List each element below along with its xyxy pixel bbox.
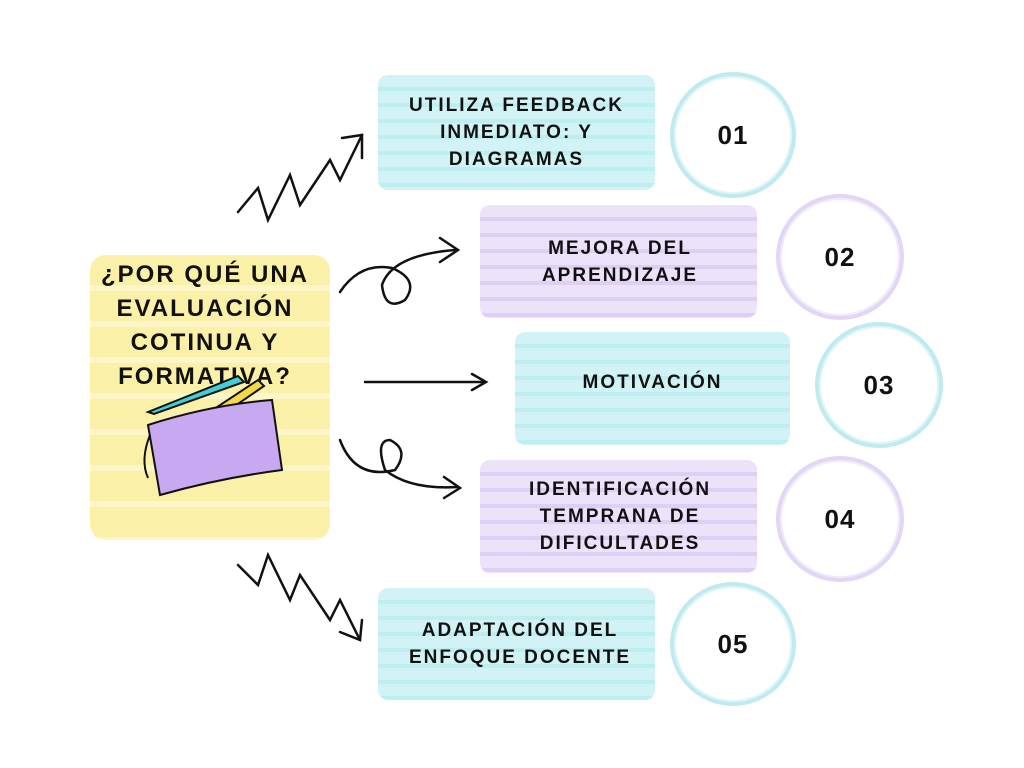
pen-icon	[145, 374, 246, 416]
number-badge: 03	[815, 322, 943, 448]
number-badge: 04	[776, 456, 904, 582]
pencil-case-illustration	[143, 374, 284, 497]
title-highlight	[90, 255, 330, 540]
item-label: MEJORA DEL APRENDIZAJE	[541, 237, 699, 286]
number-badge: 05	[670, 582, 796, 706]
item-label: ADAPTACIÓN DEL ENFOQUE DOCENTE	[408, 620, 632, 668]
arrow-4	[338, 438, 460, 489]
item-label: UTILIZA FEEDBACK INMEDIATO: Y DIAGRAMAS	[409, 95, 624, 170]
pouch-icon	[146, 398, 284, 497]
number-badge: 02	[776, 194, 904, 320]
arrow-2	[338, 248, 457, 305]
arrow-5	[236, 551, 362, 642]
item-label: MOTIVACIÓN	[582, 371, 723, 393]
number-badge: 01	[670, 72, 796, 198]
arrows	[236, 133, 489, 642]
item-label: IDENTIFICACIÓN TEMPRANA DE DIFICULTADES	[528, 479, 712, 554]
arrow-1	[236, 133, 364, 224]
main-question-title: ¿POR QUÉ UNA EVALUACIÓN COTINUA Y FORMAT…	[100, 261, 309, 390]
